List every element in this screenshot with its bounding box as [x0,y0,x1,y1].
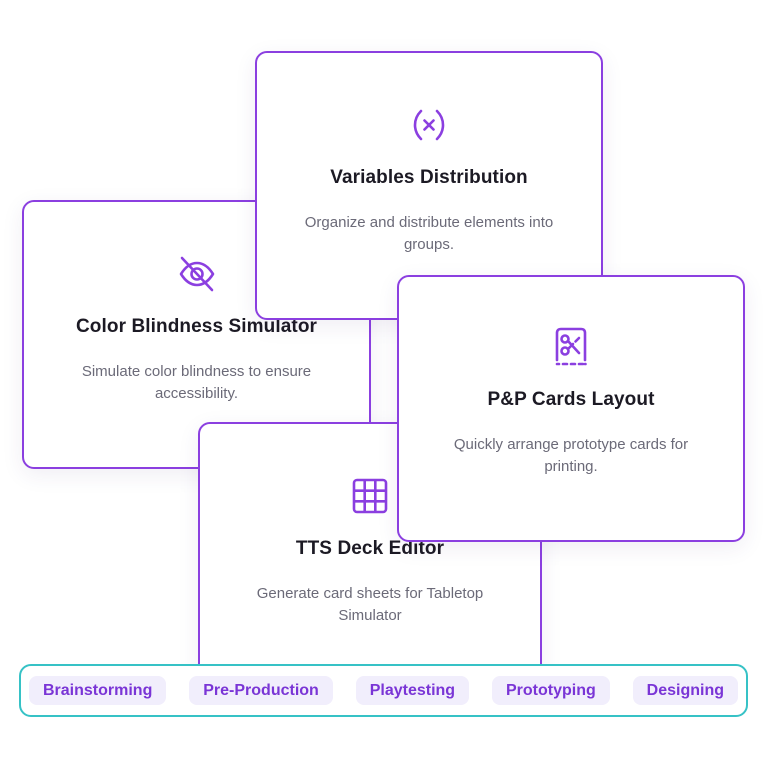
tag-pre-production[interactable]: Pre-Production [189,676,333,705]
grid-icon [348,474,392,518]
card-description: Quickly arrange prototype cards for prin… [453,436,689,475]
card-description: Organize and distribute elements into gr… [304,214,554,253]
tag-designing[interactable]: Designing [632,676,738,705]
eye-off-icon [175,252,219,296]
variable-x-icon [407,103,451,147]
card-title: Variables Distribution [330,167,528,188]
tag-prototyping[interactable]: Prototyping [491,676,610,705]
card-title: Color Blindness Simulator [75,316,318,337]
scissors-icon [549,325,593,369]
card-description: Generate card sheets for Tabletop Simula… [256,585,484,624]
tags-bar: Brainstorming Pre-Production Playtesting… [19,664,748,717]
card-title: TTS Deck Editor [295,538,445,559]
card-pnp-cards-layout[interactable]: P&P Cards Layout Quickly arrange prototy… [397,275,745,542]
card-title: P&P Cards Layout [487,389,655,410]
tag-brainstorming[interactable]: Brainstorming [29,676,167,705]
card-description: Simulate color blindness to ensure acces… [81,363,312,402]
tag-playtesting[interactable]: Playtesting [355,676,470,705]
